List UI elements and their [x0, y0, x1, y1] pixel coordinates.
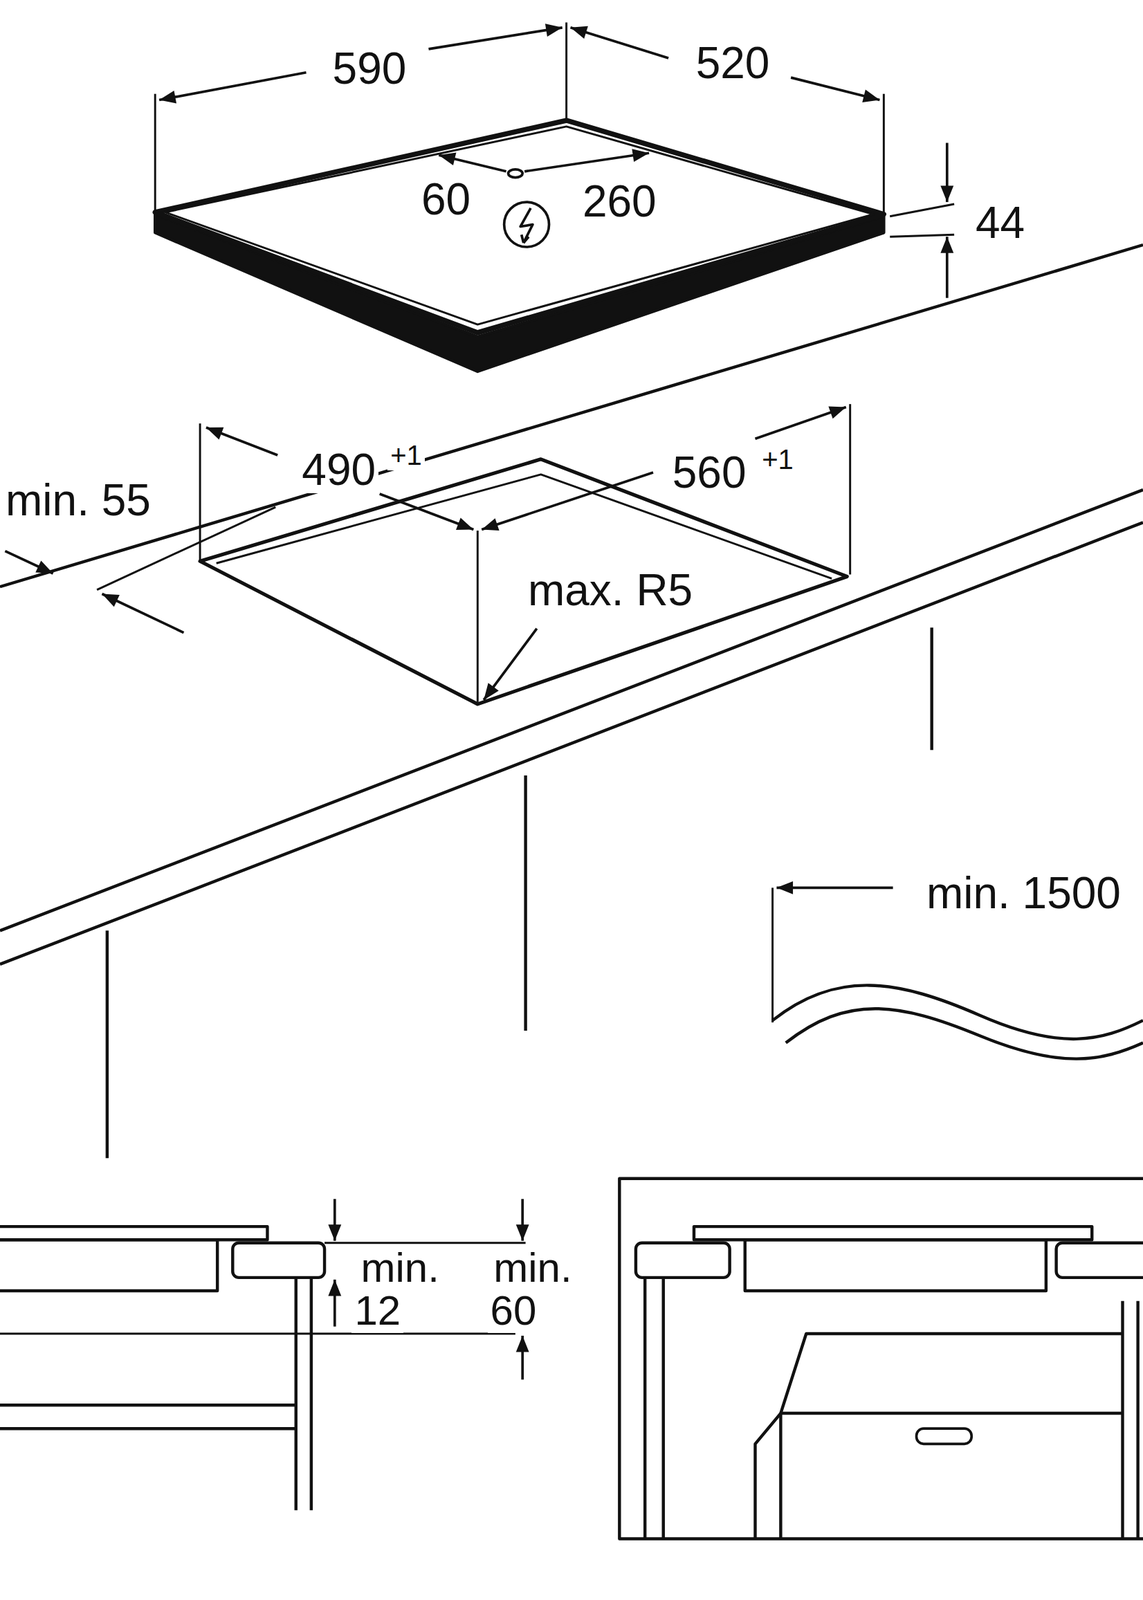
cable-offset-dimension: 260 — [579, 177, 660, 225]
tolerance-mark: +1 — [759, 444, 797, 475]
cutout-width-dimension: 560 — [669, 449, 750, 497]
width-dimension: 590 — [330, 44, 410, 93]
cable-length-dimension: min. 1500 — [923, 869, 1124, 917]
min-note: min. — [490, 1246, 575, 1291]
cutout-depth-dimension: 490 — [298, 446, 379, 494]
cable-offset-dimension: 60 — [418, 175, 474, 223]
corner-radius-note: max. R5 — [525, 566, 696, 614]
min-note: min. — [358, 1246, 443, 1291]
tolerance-mark: +1 — [387, 440, 425, 471]
depth-dimension: 520 — [693, 39, 773, 87]
height-dimension: 44 — [972, 199, 1028, 247]
clearance-dimension: 12 — [351, 1288, 404, 1334]
clearance-dimension: 60 — [487, 1288, 540, 1334]
min-distance-dimension: min. 55 — [2, 476, 154, 524]
